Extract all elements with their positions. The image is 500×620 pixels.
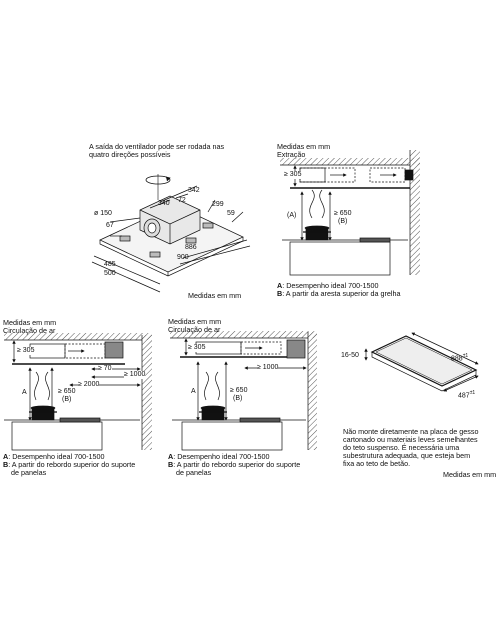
dim-500: 500: [104, 270, 116, 277]
circulation-left-legend-b-line2: de panelas: [11, 468, 47, 477]
circulation-mid-mode-title: Circulação de ar: [168, 325, 221, 334]
circulation-left-units-title: Medidas em mm: [3, 318, 57, 327]
circulation-side-view-middle: [170, 331, 317, 451]
dim-72: 72: [178, 197, 186, 204]
circulation-left-dim-1000: ≥ 1000: [124, 371, 146, 379]
legend-key-a: A: [3, 452, 9, 461]
mounting-note-line4: subestrutura adequada, que esteja bem: [343, 451, 471, 460]
rotation-note-line1: A saída do ventilador pode ser rodada na…: [89, 142, 225, 151]
circulation-mid-legend-b-line2: de panelas: [176, 468, 212, 477]
legend-key-b: B: [3, 460, 9, 469]
legend-text-b: : A partir da aresta superior da grelha: [282, 289, 401, 298]
legend-text-b: : A partir do rebordo superior do suport…: [8, 460, 136, 469]
circulation-left-mode-title: Circulação de ar: [3, 326, 56, 335]
circulation-mid-label-b: (B): [233, 395, 243, 402]
frame-dim-487-tolerance: ±1: [469, 390, 476, 396]
extraction-legend-a: A: Desempenho ideal 700-1500: [277, 281, 379, 290]
legend-key-a: A: [168, 452, 174, 461]
ceiling-frame-drawing: [364, 332, 479, 392]
circulation-left-dim-2000: ≥ 2000: [78, 381, 100, 389]
circulation-side-view-left: [4, 333, 152, 451]
legend-text-a: : Desempenho ideal 700-1500: [282, 281, 379, 290]
dim-485: 485: [104, 261, 116, 268]
units-label-top-left: Medidas em mm: [188, 291, 242, 300]
mounting-note-line3: do teto suspenso. É necessária uma: [343, 443, 460, 452]
circulation-left-dim-650: ≥ 650: [58, 388, 76, 395]
frame-dim-888-value: 888: [451, 355, 463, 363]
circulation-mid-dim-305: ≥ 305: [188, 344, 206, 352]
circulation-mid-dim-1000: ≥ 1000: [257, 364, 279, 372]
dim-342: 342: [188, 187, 200, 194]
circulation-left-label-a: A: [22, 389, 27, 397]
dim-299: 299: [212, 201, 224, 208]
mounting-note-line1: Não monte diretamente na placa de gesso: [343, 427, 479, 436]
extraction-label-b: (B): [338, 218, 348, 225]
extraction-dim-305: ≥ 305: [284, 171, 302, 179]
dim-67: 67: [106, 222, 114, 229]
dim-59: 59: [227, 210, 235, 217]
isometric-hood-drawing: [91, 174, 251, 293]
legend-text-a: : Desempenho ideal 700-1500: [8, 452, 105, 461]
frame-dim-16-50: 16-50: [341, 352, 359, 359]
extraction-mode-title: Extração: [277, 150, 306, 159]
frame-dim-888: 888±1: [451, 352, 468, 363]
circulation-left-legend-a: A: Desempenho ideal 700-1500: [3, 452, 105, 461]
extraction-label-a: (A): [287, 212, 297, 220]
circulation-left-dim-70: ≥ 70: [98, 365, 112, 373]
circulation-mid-units-title: Medidas em mm: [168, 317, 222, 326]
mounting-note-line2: cartonado ou materiais leves semelhantes: [343, 435, 478, 444]
legend-text-a: : Desempenho ideal 700-1500: [173, 452, 270, 461]
dim-900: 900: [177, 254, 189, 261]
rotation-note-line2: quatro direções possíveis: [89, 150, 171, 159]
circulation-mid-legend-a: A: Desempenho ideal 700-1500: [168, 452, 270, 461]
circulation-mid-dim-650: ≥ 650: [230, 387, 248, 394]
legend-text-b: : A partir do rebordo superior do suport…: [173, 460, 301, 469]
circulation-mid-legend-b: B: A partir do rebordo superior do supor…: [168, 460, 301, 469]
dim-150: ø 150: [94, 210, 112, 217]
frame-dim-487: 487±1: [458, 389, 475, 400]
units-label-bottom-right: Medidas em mm: [443, 470, 497, 479]
frame-dim-487-value: 487: [458, 392, 470, 400]
circulation-left-legend-b: B: A partir do rebordo superior do supor…: [3, 460, 136, 469]
circulation-mid-label-a: A: [191, 388, 196, 396]
extraction-units-title: Medidas em mm: [277, 142, 331, 151]
extraction-legend-b: B: A partir da aresta superior da grelha: [277, 289, 401, 298]
mounting-note-line5: fixa ao teto de betão.: [343, 459, 411, 468]
circulation-left-dim-305: ≥ 305: [17, 347, 35, 355]
frame-dim-888-tolerance: ±1: [462, 353, 469, 359]
extraction-dim-650: ≥ 650: [334, 210, 352, 217]
dim-886: 886: [185, 244, 197, 251]
legend-key-a: A: [277, 281, 283, 290]
legend-key-b: B: [168, 460, 174, 469]
dim-340: 340: [158, 200, 170, 207]
legend-key-b: B: [277, 289, 283, 298]
circulation-left-label-b: (B): [62, 396, 72, 403]
